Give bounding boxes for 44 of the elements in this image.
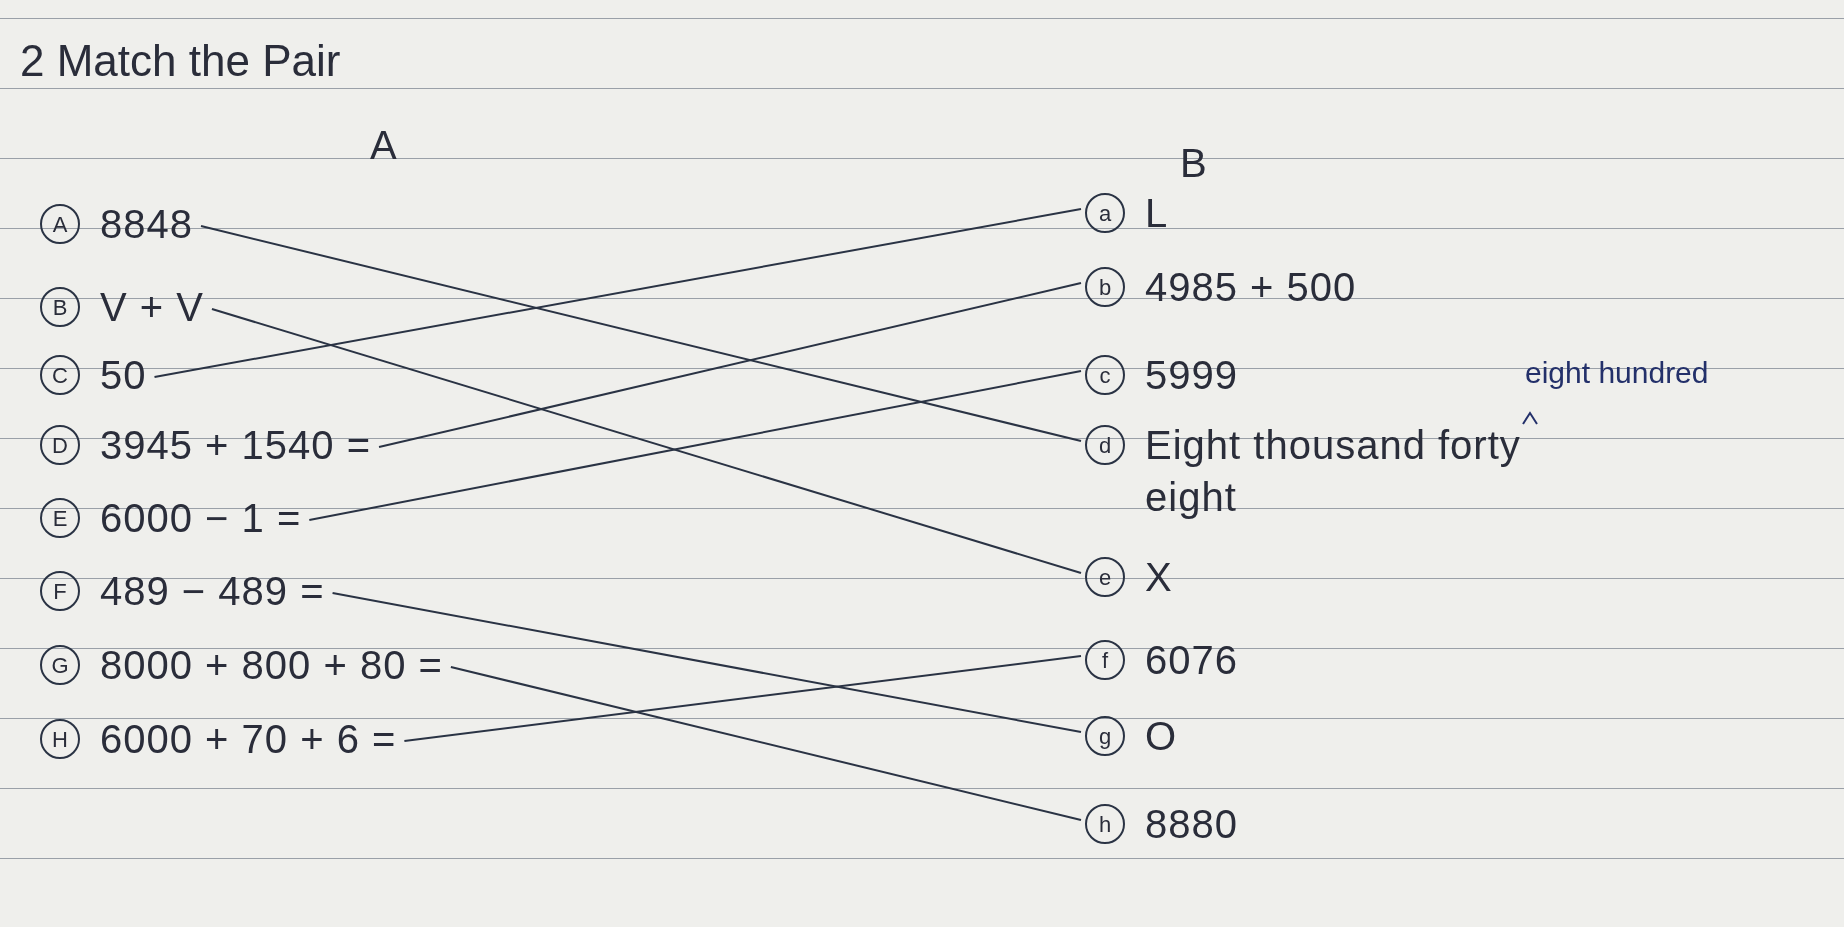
matching-line: [449, 666, 1082, 821]
answer-text: 50: [100, 352, 147, 399]
answer-text: 4985 + 500: [1145, 264, 1357, 311]
circled-letter: b: [1085, 267, 1125, 307]
circled-letter: e: [1085, 557, 1125, 597]
answer-text: 6000 + 70 + 6 =: [100, 716, 397, 763]
circled-letter: C: [40, 355, 80, 395]
matching-line: [403, 655, 1082, 742]
circled-letter: h: [1085, 804, 1125, 844]
circled-letter: B: [40, 287, 80, 327]
answer-text: L: [1145, 190, 1169, 237]
handwritten-correction: eight hundred: [1525, 355, 1709, 391]
matching-line: [331, 592, 1082, 733]
answer-text: 8880: [1145, 801, 1238, 848]
answer-text: 5999: [1145, 352, 1238, 399]
title: 2 Match the Pair: [20, 36, 341, 86]
matching-line: [200, 225, 1082, 442]
answer-text: 489 − 489 =: [100, 568, 325, 615]
answer-text: 3945 + 1540 =: [100, 422, 372, 469]
matching-line: [153, 208, 1082, 378]
answer-text: X: [1145, 554, 1173, 601]
column-header: A: [370, 122, 397, 168]
answer-text: 6076: [1145, 637, 1238, 684]
circled-letter: a: [1085, 193, 1125, 233]
answer-text: 8848: [100, 201, 193, 248]
matching-line: [210, 308, 1082, 574]
circled-letter: G: [40, 645, 80, 685]
circled-letter: A: [40, 204, 80, 244]
column-header: B: [1180, 140, 1207, 186]
circled-letter: f: [1085, 640, 1125, 680]
circled-letter: H: [40, 719, 80, 759]
matching-line: [308, 370, 1082, 521]
circled-letter: g: [1085, 716, 1125, 756]
answer-text: 6000 − 1 =: [100, 495, 302, 542]
answer-text: O: [1145, 713, 1178, 760]
answer-text: V + V: [100, 284, 204, 331]
answer-text: Eight thousand forty eight: [1145, 422, 1522, 521]
circled-letter: d: [1085, 425, 1125, 465]
answer-text: 8000 + 800 + 80 =: [100, 642, 443, 689]
circled-letter: F: [40, 571, 80, 611]
matching-line: [378, 282, 1082, 448]
circled-letter: D: [40, 425, 80, 465]
circled-letter: E: [40, 498, 80, 538]
circled-letter: c: [1085, 355, 1125, 395]
